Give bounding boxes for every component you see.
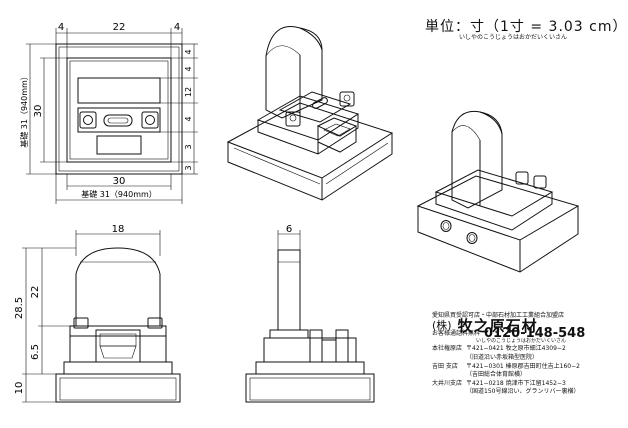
company-block: 愛知県買受認可店・中部石材加工工業組合加盟店 (株) 牧之原石材 お客様通話料無… — [432, 312, 598, 397]
branch-name: 大井川支店 — [432, 379, 463, 387]
plan-dim-right-3: 12 — [184, 87, 193, 97]
tel-label: お客様通話料無料 — [432, 330, 481, 338]
plan-dim-bottom-base: 基礎 31（940mm） — [81, 189, 157, 199]
plan-dim-right-5: 3 — [184, 144, 193, 149]
company-kabu: (株) — [432, 318, 452, 332]
branch-address: 〒421−0218 焼津市下江留1452−3 — [466, 379, 566, 387]
plan-right-cap — [141, 111, 159, 129]
plan-water-basin — [96, 135, 142, 155]
branch-address: （国道150号線沿い、グランリバー裏横） — [466, 388, 580, 396]
tel-note: いしやのこうじょうはおかだいくいさん — [476, 337, 566, 344]
technical-drawing: 4 22 4 30 基礎 31（940mm） 30 基礎 31（940mm） 4… — [14, 22, 580, 403]
plan-stand-outline — [66, 57, 172, 163]
association-text: 愛知県買受認可店・中部石材加工工業組合加盟店 — [432, 312, 565, 319]
plan-dim-right-6: 3 — [184, 165, 193, 170]
branch-name — [432, 388, 466, 397]
drawing-sheet: 4 22 4 30 基礎 31（940mm） 30 基礎 31（940mm） 4… — [14, 19, 627, 403]
branch-address: 〒421−0301 榛原郡吉田町住吉上160−2 — [466, 362, 580, 370]
iso-rear-stone — [451, 110, 503, 209]
iso-rear-view — [416, 110, 580, 273]
iso-front-view — [226, 26, 394, 201]
branch-row: 本社権原店〒421−0421 牧之原市細江4309−2 — [432, 345, 598, 354]
branch-row: （国道150号線沿い、グランリバー裏横） — [432, 388, 598, 397]
front-elevation: 18 28.5 22 6.5 10 — [14, 224, 181, 403]
branch-name: 吉田 支店 — [432, 362, 458, 370]
plan-base-outline — [55, 43, 183, 175]
branch-address: 〒421−0421 牧之原市細江4309−2 — [466, 345, 566, 353]
side-base — [245, 373, 375, 403]
plan-dim-left-base: 基礎 31（940mm） — [19, 72, 29, 148]
plan-dim-top-mid: 22 — [113, 22, 126, 33]
side-dim-width: 6 — [286, 224, 292, 235]
branch-name — [432, 354, 466, 363]
branch-name — [432, 371, 466, 380]
plan-dim-right-1: 4 — [184, 49, 193, 54]
front-dim-total-height: 28.5 — [14, 297, 25, 319]
side-elevation: 6 — [245, 224, 375, 403]
plan-stone-top — [77, 77, 161, 104]
plan-left-cap — [79, 111, 97, 129]
branch-row: 大井川支店〒421−0218 焼津市下江留1452−3 — [432, 380, 598, 389]
plan-dim-top-left: 4 — [58, 22, 64, 33]
plan-dim-bottom: 30 — [113, 176, 126, 187]
phone-number[interactable]: 0120-148-548 — [484, 326, 586, 342]
plan-dim-right-2: 4 — [184, 66, 193, 71]
unit-note: いしやのこうじょうはおかだいくいさん — [459, 34, 567, 41]
iso-front-stone — [265, 26, 323, 119]
plan-dim-right-4: 4 — [184, 116, 193, 121]
branch-row: 吉田 支店〒421−0301 榛原郡吉田町住吉上160−2 — [432, 363, 598, 372]
drain-hole-right — [466, 232, 478, 244]
front-dim-stand-height: 6.5 — [30, 344, 41, 360]
company-name: 牧之原石材 — [457, 316, 538, 335]
plan-dim-left-outer: 30 — [33, 105, 44, 118]
plan-dim-top-right: 4 — [174, 22, 180, 33]
branch-address: （吉田総合体育館横） — [466, 371, 527, 379]
plan-incense-slot — [103, 114, 133, 127]
front-dim-width: 18 — [112, 224, 125, 235]
front-dim-base-height: 10 — [14, 382, 25, 395]
branch-address: （旧道沿い赤坂箱型医院） — [466, 353, 539, 361]
branch-row: （吉田総合体育館横） — [432, 371, 598, 380]
front-stone — [75, 247, 161, 327]
front-dim-stone-height: 22 — [30, 286, 41, 299]
drain-hole-left — [440, 220, 452, 232]
branch-name: 本社権原店 — [432, 345, 463, 353]
unit-label: 単位：寸（1寸 = 3.03 cm） — [425, 19, 628, 35]
front-base — [55, 373, 181, 403]
plan-view: 4 22 4 30 基礎 31（940mm） 30 基礎 31（940mm） 4… — [19, 22, 198, 204]
branch-row: （旧道沿い赤坂箱型医院） — [432, 354, 598, 363]
